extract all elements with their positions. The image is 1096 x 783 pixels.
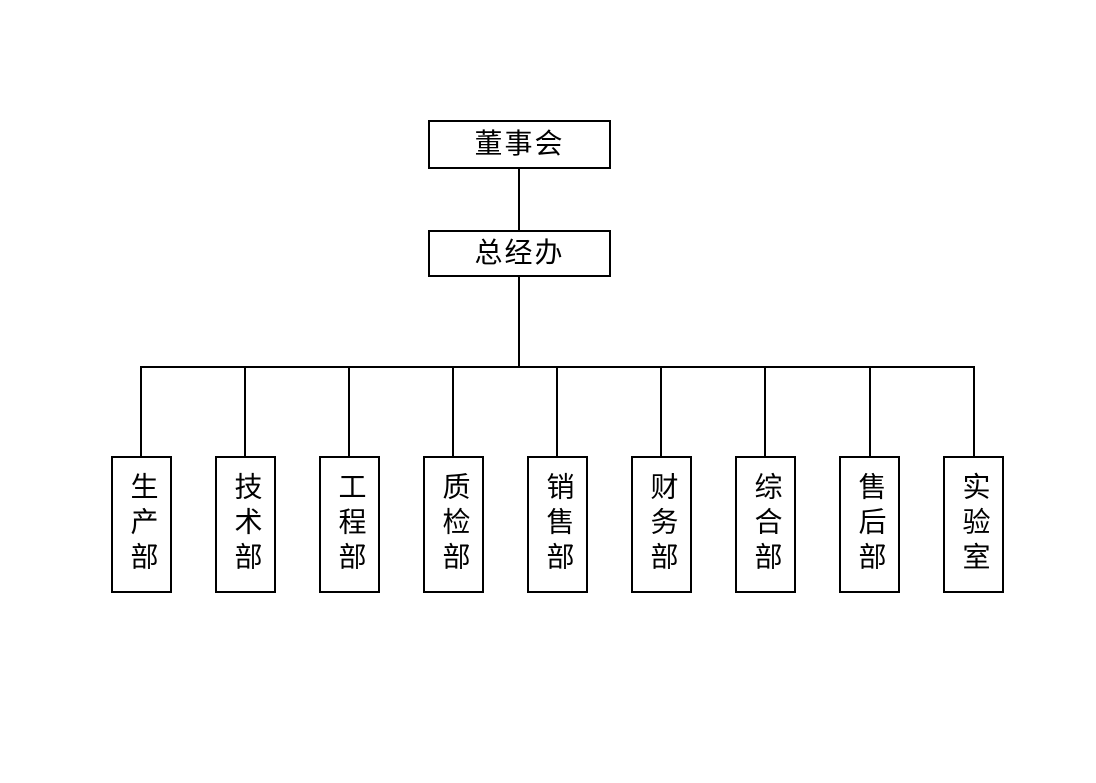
- node-board-of-directors: 董事会: [428, 120, 611, 169]
- node-quality-inspection-dept-label: 质检部: [438, 472, 470, 577]
- node-engineering-dept-label: 工程部: [334, 472, 366, 577]
- node-production-dept-label: 生产部: [126, 472, 158, 577]
- node-technology-dept: 技术部: [215, 456, 276, 593]
- node-general-affairs-dept-label: 综合部: [750, 472, 782, 577]
- node-general-affairs-dept: 综合部: [735, 456, 796, 593]
- node-finance-dept: 财务部: [631, 456, 692, 593]
- node-general-manager-office-label: 总经办: [474, 237, 565, 269]
- node-after-sales-dept-label: 售后部: [854, 472, 886, 577]
- node-general-manager-office: 总经办: [428, 230, 611, 277]
- node-quality-inspection-dept: 质检部: [423, 456, 484, 593]
- node-finance-dept-label: 财务部: [646, 472, 678, 577]
- node-after-sales-dept: 售后部: [839, 456, 900, 593]
- node-laboratory: 实验室: [943, 456, 1004, 593]
- node-production-dept: 生产部: [111, 456, 172, 593]
- node-sales-dept-label: 销售部: [542, 472, 574, 577]
- node-board-of-directors-label: 董事会: [474, 128, 565, 160]
- node-sales-dept: 销售部: [527, 456, 588, 593]
- node-technology-dept-label: 技术部: [230, 472, 262, 577]
- node-engineering-dept: 工程部: [319, 456, 380, 593]
- node-laboratory-label: 实验室: [958, 472, 990, 577]
